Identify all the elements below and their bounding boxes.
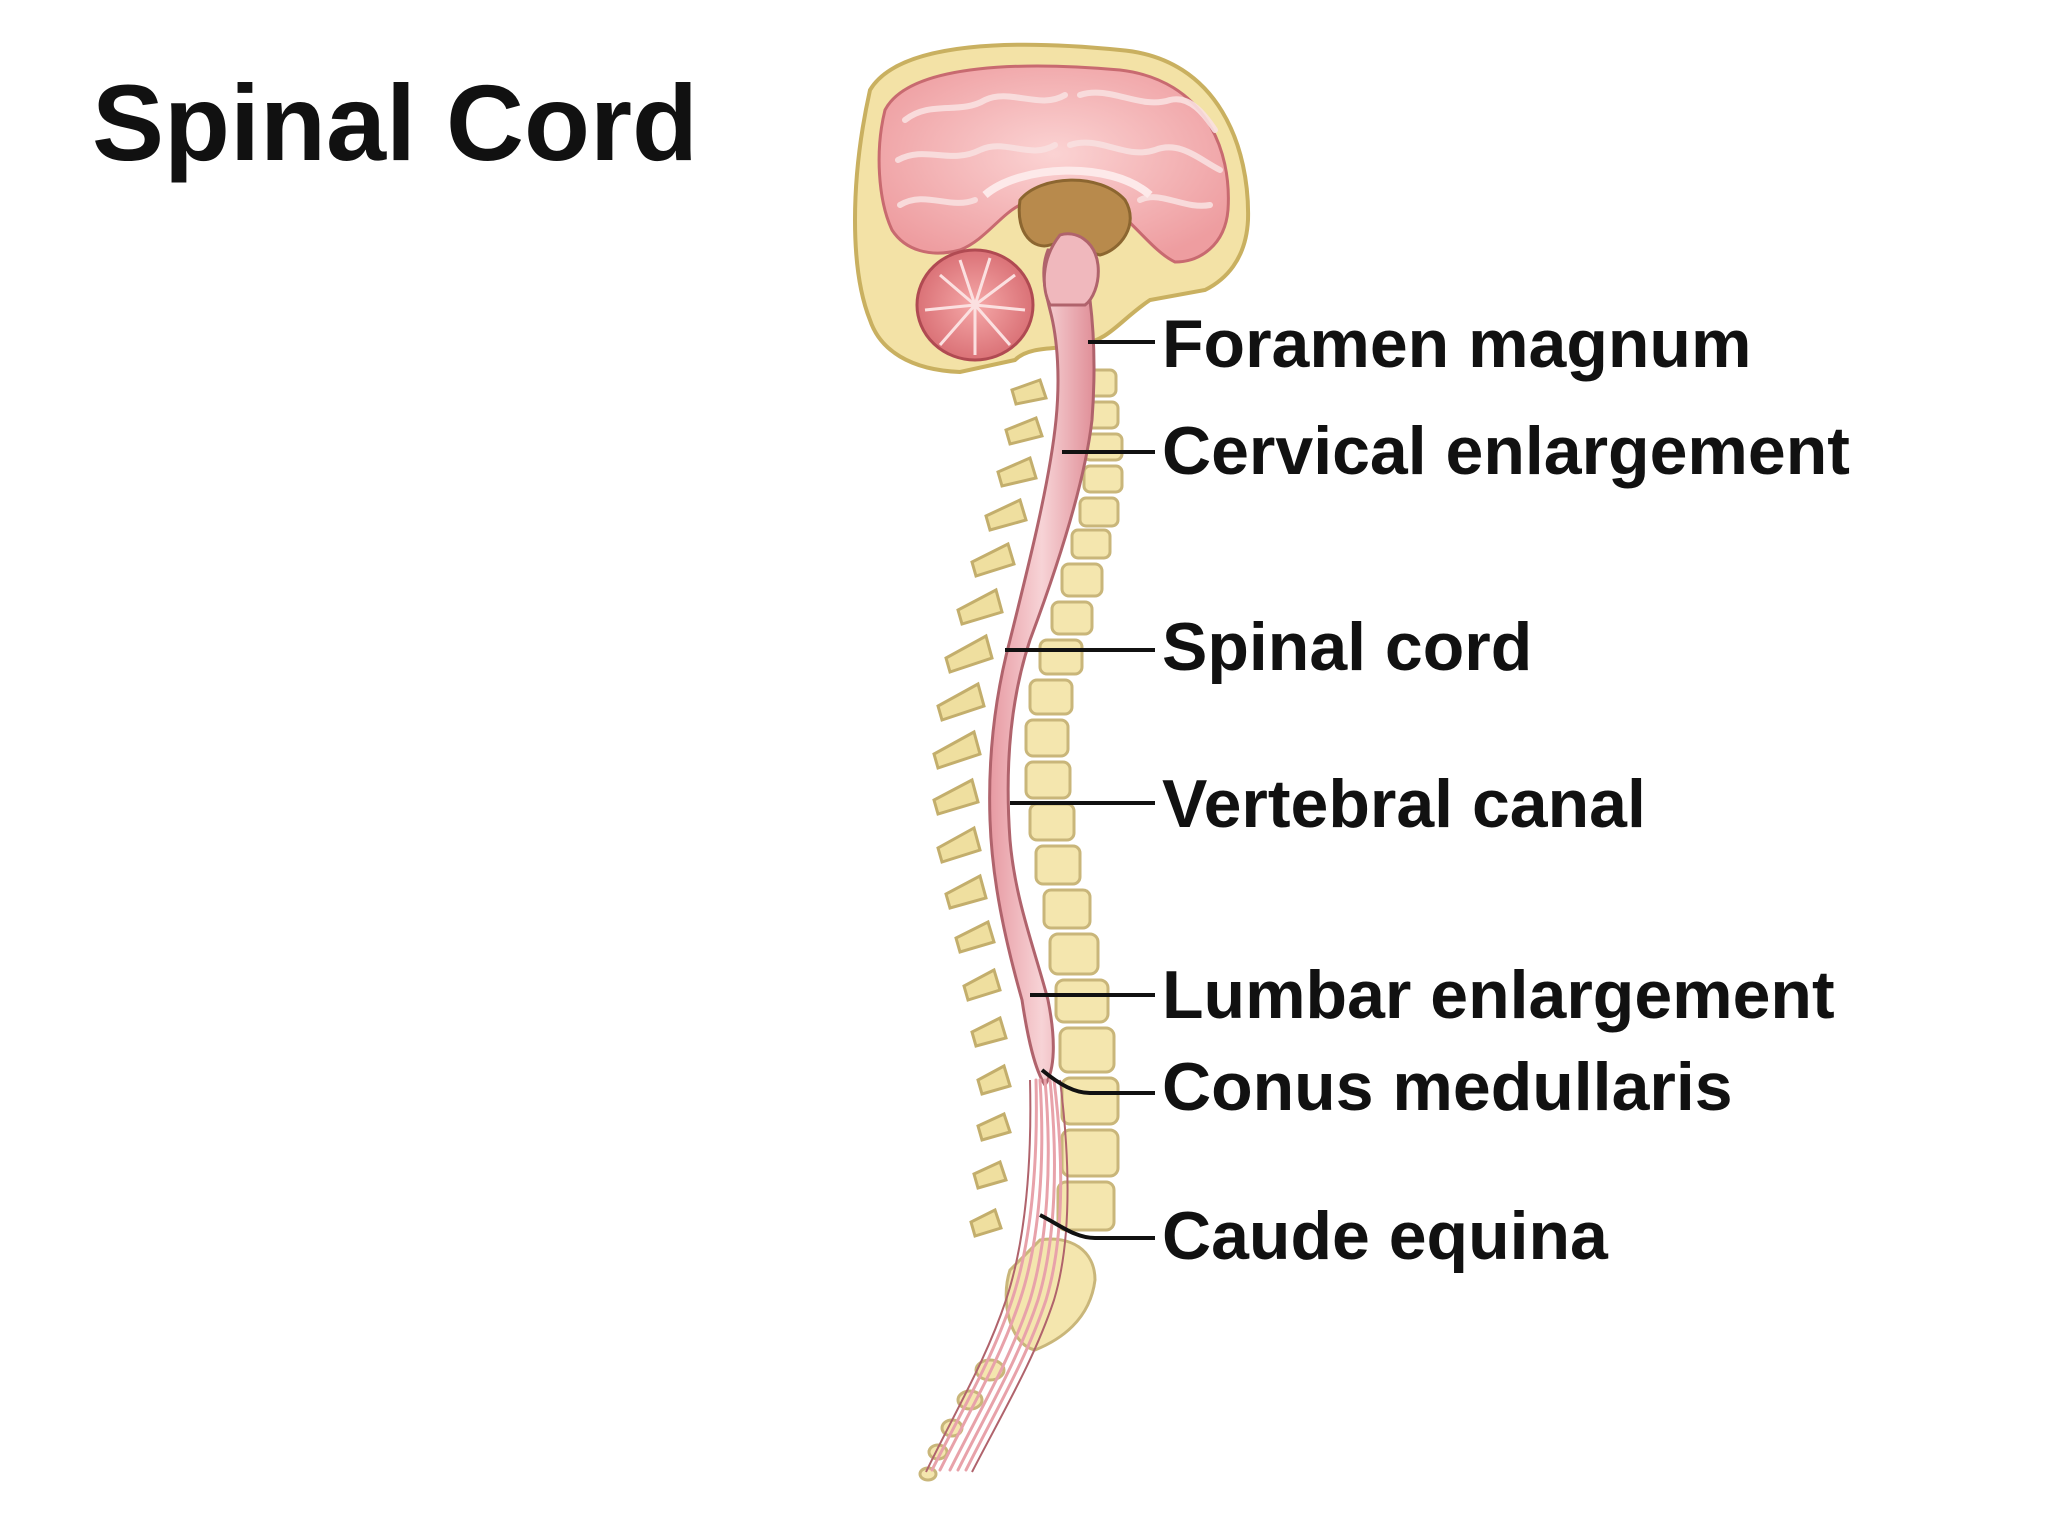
- diencephalon: [1017, 178, 1132, 257]
- cauda-equina-outline: [925, 1079, 1069, 1473]
- cerebrum: [877, 64, 1230, 264]
- leader-caude-equina: [1039, 1213, 1155, 1240]
- leader-lines: [1005, 340, 1155, 1240]
- leader-conus-medullaris: [1040, 1068, 1155, 1095]
- label-lumbar-enlargement: Lumbar enlargement: [1162, 957, 1835, 1033]
- corpus-callosum: [982, 166, 1153, 199]
- label-caude-equina: Caude equina: [1162, 1198, 1608, 1274]
- label-conus-medullaris: Conus medullaris: [1162, 1049, 1733, 1125]
- brain-gyri: [895, 89, 1223, 209]
- brainstem: [1042, 232, 1100, 307]
- label-vertebral-canal: Vertebral canal: [1162, 766, 1646, 842]
- spinous-processes: [932, 378, 1048, 1238]
- page-title: Spinal Cord: [92, 62, 699, 183]
- label-spinal-cord: Spinal cord: [1162, 609, 1533, 685]
- cauda-equina: [930, 1078, 1063, 1472]
- label-cervical-enlargement: Cervical enlargement: [1162, 413, 1850, 489]
- label-foramen-magnum: Foramen magnum: [1162, 306, 1752, 382]
- cerebellum: [915, 248, 1035, 362]
